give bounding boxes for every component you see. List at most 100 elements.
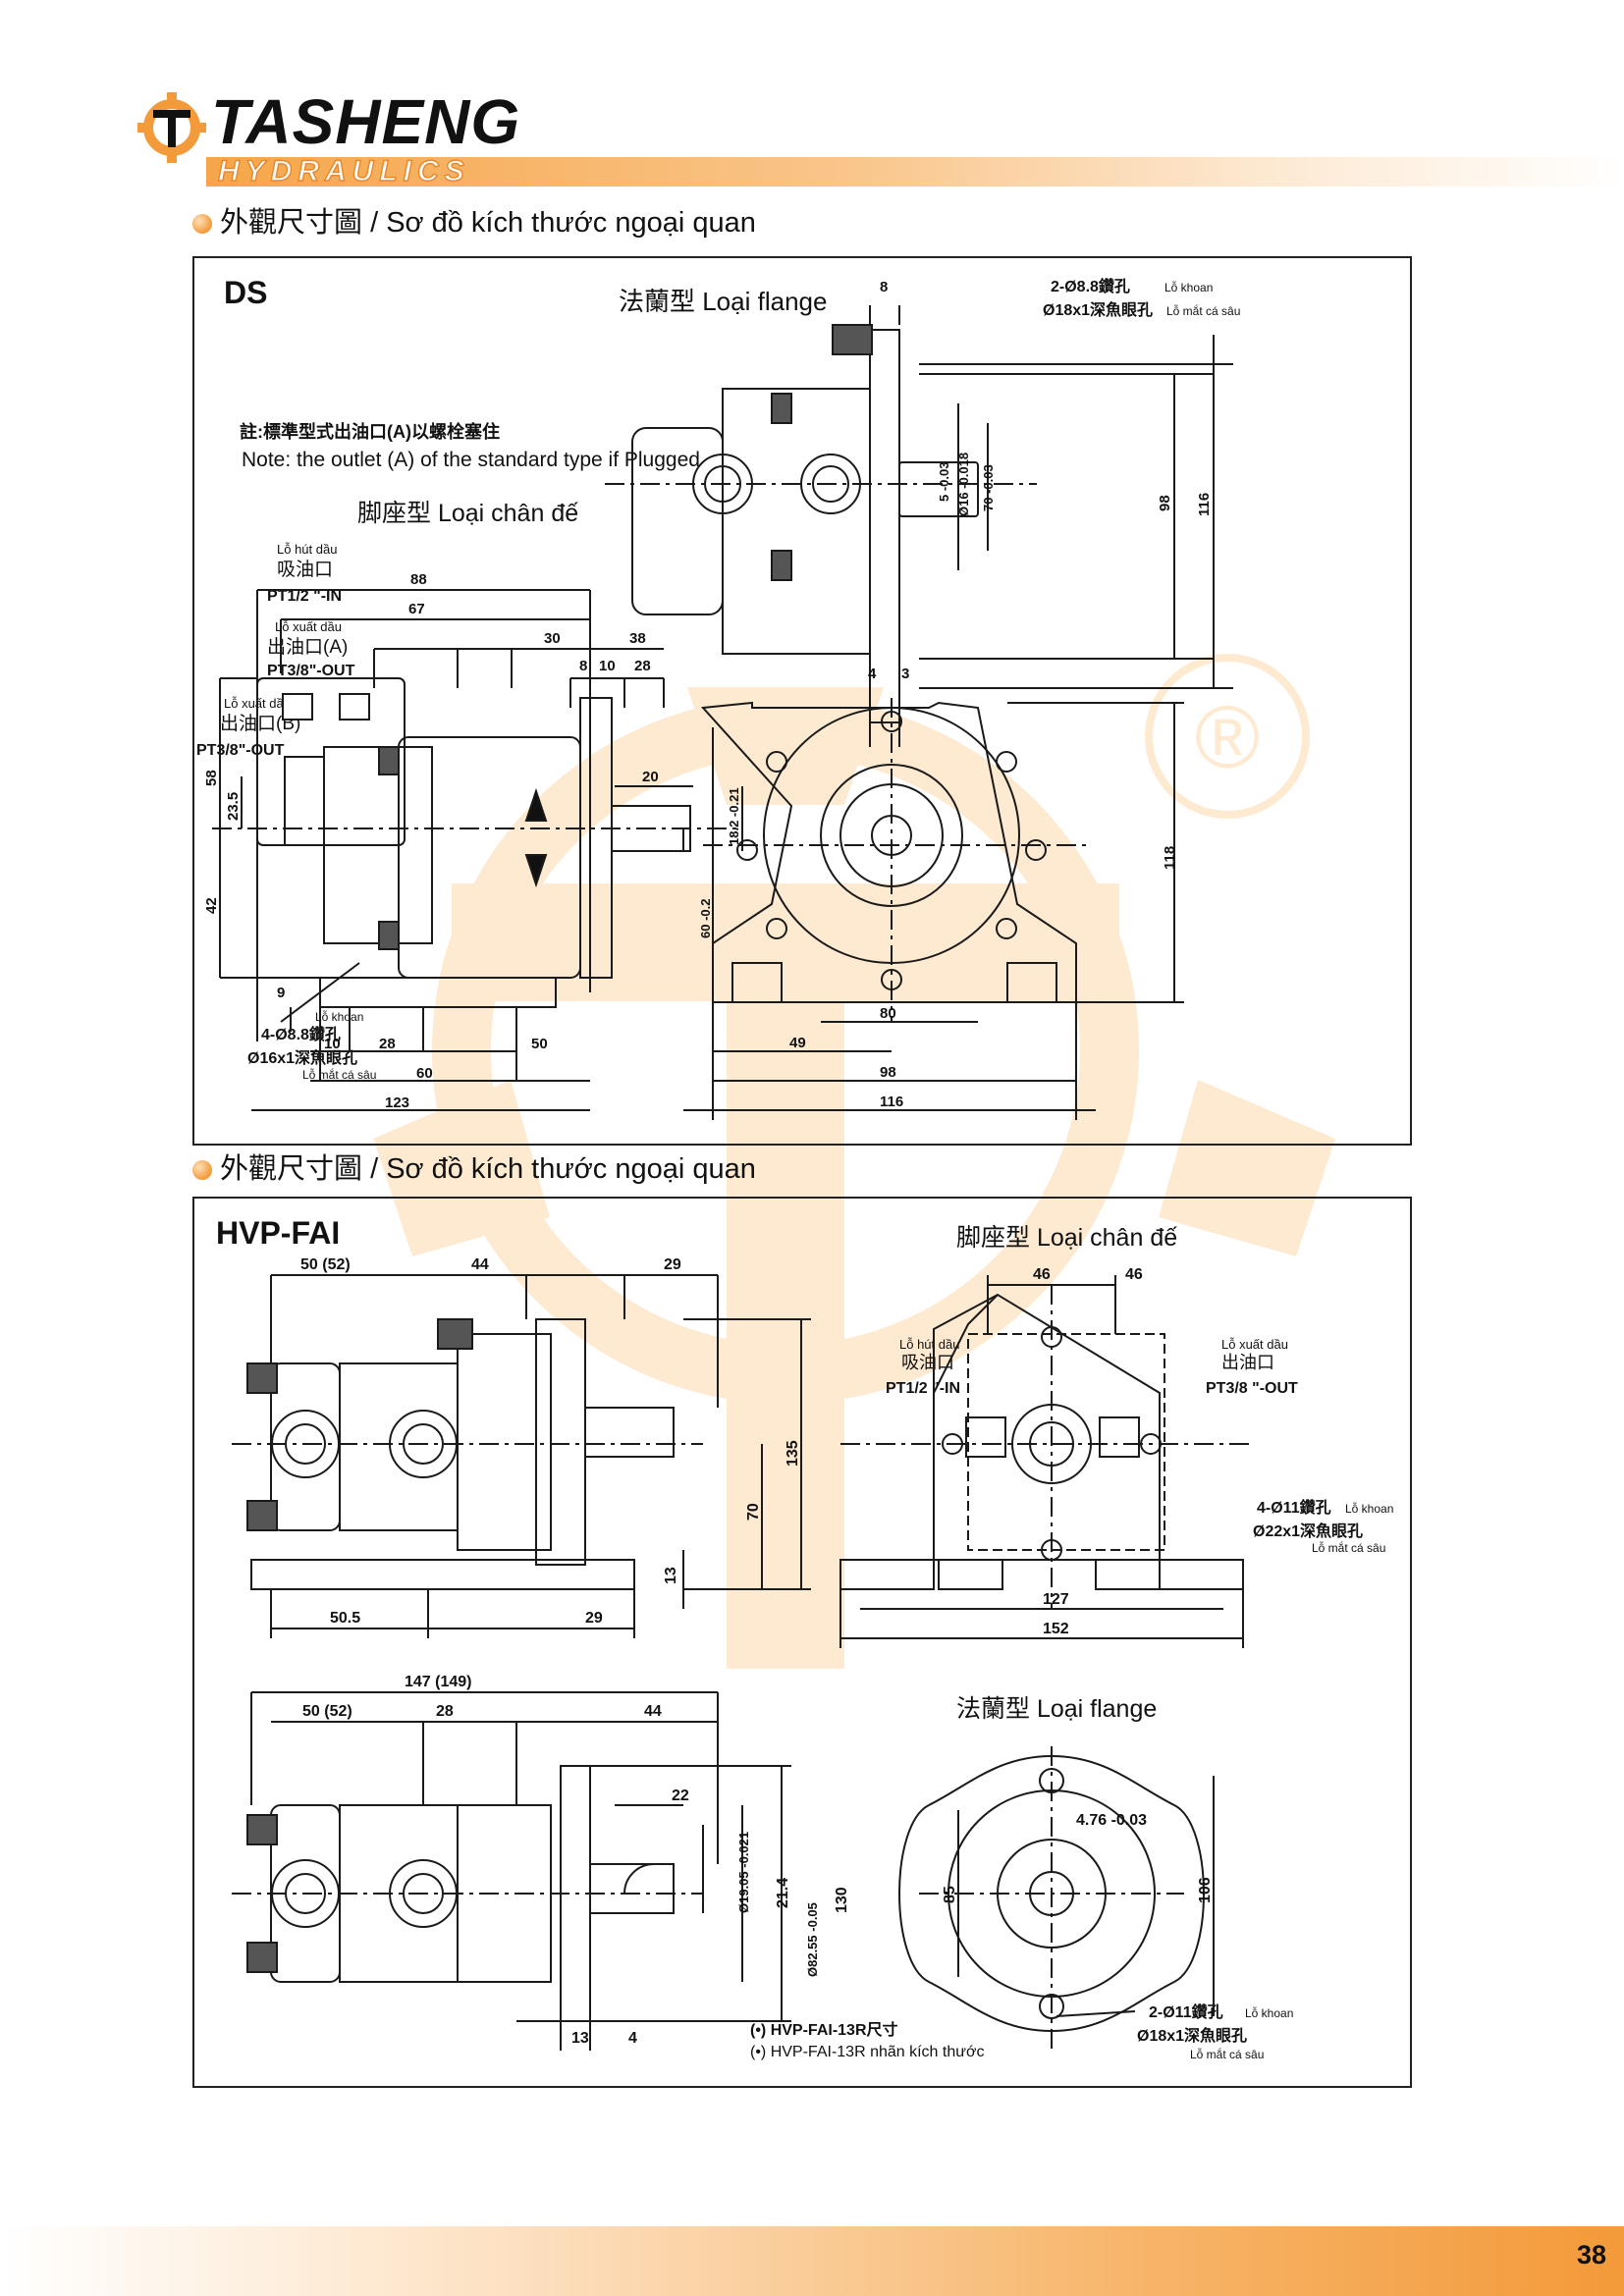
svg-text:46: 46 (1125, 1266, 1143, 1283)
svg-text:3: 3 (901, 666, 909, 682)
svg-text:85: 85 (942, 1886, 958, 1903)
brand-subtitle: HYDRAULICS (217, 155, 470, 187)
hvp-drawing: HVP-FAI 脚座型 Loại chân đế 法蘭型 Loại flange… (216, 1215, 1393, 2061)
svg-text:106: 106 (1197, 1877, 1214, 1903)
svg-text:Lỗ xuất dầu: Lỗ xuất dầu (1221, 1337, 1288, 1352)
svg-text:出油口(B): 出油口(B) (220, 713, 300, 734)
svg-text:29: 29 (664, 1256, 681, 1273)
svg-text:29: 29 (585, 1610, 603, 1627)
svg-text:80: 80 (880, 1005, 896, 1022)
footer-band (0, 2226, 1624, 2296)
svg-text:70 -0.03: 70 -0.03 (981, 464, 996, 511)
header-band (206, 157, 1624, 187)
svg-text:50 (52): 50 (52) (300, 1256, 351, 1273)
svg-text:10: 10 (324, 1036, 341, 1052)
svg-text:吸油口: 吸油口 (901, 1353, 954, 1372)
svg-text:Ø22x1深魚眼孔: Ø22x1深魚眼孔 (1253, 1522, 1363, 1540)
svg-text:Lỗ xuất dầu: Lỗ xuất dầu (275, 619, 342, 634)
svg-text:21.4: 21.4 (775, 1878, 791, 1908)
hvp-foot-label: 脚座型 Loại chân đế (956, 1224, 1177, 1252)
tasheng-gear-icon (137, 92, 206, 163)
svg-text:42: 42 (203, 897, 220, 914)
svg-text:98: 98 (1157, 495, 1173, 511)
svg-text:Ø18x1深魚眼孔: Ø18x1深魚眼孔 (1137, 2026, 1247, 2045)
svg-text:18.2 -0.21: 18.2 -0.21 (727, 787, 741, 845)
svg-text:118: 118 (1162, 846, 1178, 870)
svg-text:28: 28 (436, 1703, 454, 1720)
svg-text:Lỗ khoan: Lỗ khoan (1345, 1501, 1393, 1516)
svg-text:28: 28 (634, 658, 651, 674)
hvp-tag: HVP-FAI (216, 1215, 340, 1251)
svg-text:147 (149): 147 (149) (405, 1674, 472, 1690)
svg-text:Lỗ mắt cá sâu: Lỗ mắt cá sâu (302, 1067, 376, 1082)
svg-text:13: 13 (571, 2030, 589, 2047)
svg-text:23.5: 23.5 (225, 792, 242, 821)
svg-text:88: 88 (410, 571, 427, 588)
svg-text:123: 123 (385, 1095, 409, 1111)
svg-text:PT3/8"-OUT: PT3/8"-OUT (196, 742, 285, 759)
svg-text:吸油口: 吸油口 (277, 559, 333, 580)
bullet-icon (192, 1160, 212, 1180)
svg-text:2-Ø8.8鑽孔: 2-Ø8.8鑽孔 (1051, 277, 1130, 295)
svg-text:38: 38 (629, 630, 646, 647)
svg-text:60: 60 (416, 1065, 433, 1082)
svg-text:44: 44 (471, 1256, 489, 1273)
svg-text:4: 4 (628, 2030, 637, 2047)
svg-text:Lỗ hút dầu: Lỗ hút dầu (899, 1337, 959, 1352)
section-title-ds: 外觀尺寸圖 / Sơ đồ kích thước ngoại quan (192, 206, 756, 240)
svg-text:67: 67 (408, 601, 425, 617)
watermark-logo-icon: ® (373, 654, 1335, 1669)
svg-text:50: 50 (531, 1036, 548, 1052)
svg-text:9: 9 (277, 985, 285, 1001)
svg-text:出油口: 出油口 (1221, 1353, 1274, 1372)
svg-text:8: 8 (880, 279, 888, 295)
hvp-flange-label: 法蘭型 Loại flange (956, 1695, 1157, 1723)
svg-text:44: 44 (644, 1703, 662, 1720)
svg-text:Lỗ khoan: Lỗ khoan (1164, 280, 1213, 294)
svg-text:Ø82.55 -0.05: Ø82.55 -0.05 (805, 1902, 820, 1977)
ds-drawing-panel (192, 256, 1412, 1146)
svg-text:60 -0.2: 60 -0.2 (698, 899, 713, 938)
svg-text:PT3/8"-OUT: PT3/8"-OUT (267, 663, 355, 679)
svg-text:PT1/2 "-IN: PT1/2 "-IN (267, 588, 342, 605)
brand-name: TASHENG (211, 86, 521, 157)
svg-text:135: 135 (785, 1440, 801, 1467)
svg-text:130: 130 (834, 1887, 850, 1913)
svg-text:Ø19.05 -0.021: Ø19.05 -0.021 (736, 1832, 751, 1913)
svg-text:Lỗ khoan: Lỗ khoan (315, 1009, 363, 1024)
svg-text:22: 22 (672, 1788, 689, 1804)
svg-text:20: 20 (642, 769, 659, 785)
svg-text:4.76 -0.03: 4.76 -0.03 (1076, 1812, 1147, 1829)
svg-text:Ø18x1深魚眼孔: Ø18x1深魚眼孔 (1043, 300, 1153, 319)
svg-text:116: 116 (1196, 493, 1213, 516)
svg-text:4-Ø11鑽孔: 4-Ø11鑽孔 (1257, 1498, 1331, 1517)
ds-note-cn: 註:標準型式出油口(A)以螺栓塞住 (240, 421, 500, 442)
svg-text:58: 58 (203, 770, 220, 786)
bullet-icon (192, 214, 212, 234)
svg-text:116: 116 (880, 1094, 903, 1110)
section-title-hvp: 外觀尺寸圖 / Sơ đồ kích thước ngoại quan (192, 1152, 756, 1186)
ds-note-en: Note: the outlet (A) of the standard typ… (242, 449, 700, 471)
svg-text:10: 10 (599, 658, 616, 674)
svg-text:Lỗ mắt cá sâu: Lỗ mắt cá sâu (1312, 1540, 1385, 1555)
svg-text:Lỗ khoan: Lỗ khoan (1245, 2005, 1293, 2020)
svg-text:28: 28 (379, 1036, 396, 1052)
svg-text:4: 4 (868, 666, 877, 682)
svg-text:(•) HVP-FAI-13R尺寸: (•) HVP-FAI-13R尺寸 (750, 2020, 898, 2039)
svg-text:98: 98 (880, 1064, 896, 1081)
svg-text:(•) HVP-FAI-13R nhãn kích thướ: (•) HVP-FAI-13R nhãn kích thước (750, 2044, 984, 2060)
svg-text:70: 70 (745, 1503, 762, 1521)
svg-text:8: 8 (579, 658, 587, 674)
svg-text:5 -0.03: 5 -0.03 (937, 462, 951, 502)
svg-text:Ø16 -0.018: Ø16 -0.018 (956, 453, 971, 516)
ds-foot-label: 脚座型 Loại chân đế (357, 500, 578, 527)
svg-text:Lỗ mắt cá sâu: Lỗ mắt cá sâu (1190, 2047, 1264, 2061)
svg-text:127: 127 (1043, 1591, 1069, 1608)
svg-text:Lỗ mắt cá sâu: Lỗ mắt cá sâu (1166, 303, 1240, 318)
svg-text:PT1/2 "-IN: PT1/2 "-IN (886, 1380, 960, 1397)
svg-text:Ø16x1深魚眼孔: Ø16x1深魚眼孔 (247, 1048, 357, 1067)
svg-text:50.5: 50.5 (330, 1610, 360, 1627)
svg-text:PT3/8 "-OUT: PT3/8 "-OUT (1206, 1380, 1298, 1397)
svg-text:46: 46 (1033, 1266, 1051, 1283)
page-number: 38 (1576, 2240, 1606, 2269)
